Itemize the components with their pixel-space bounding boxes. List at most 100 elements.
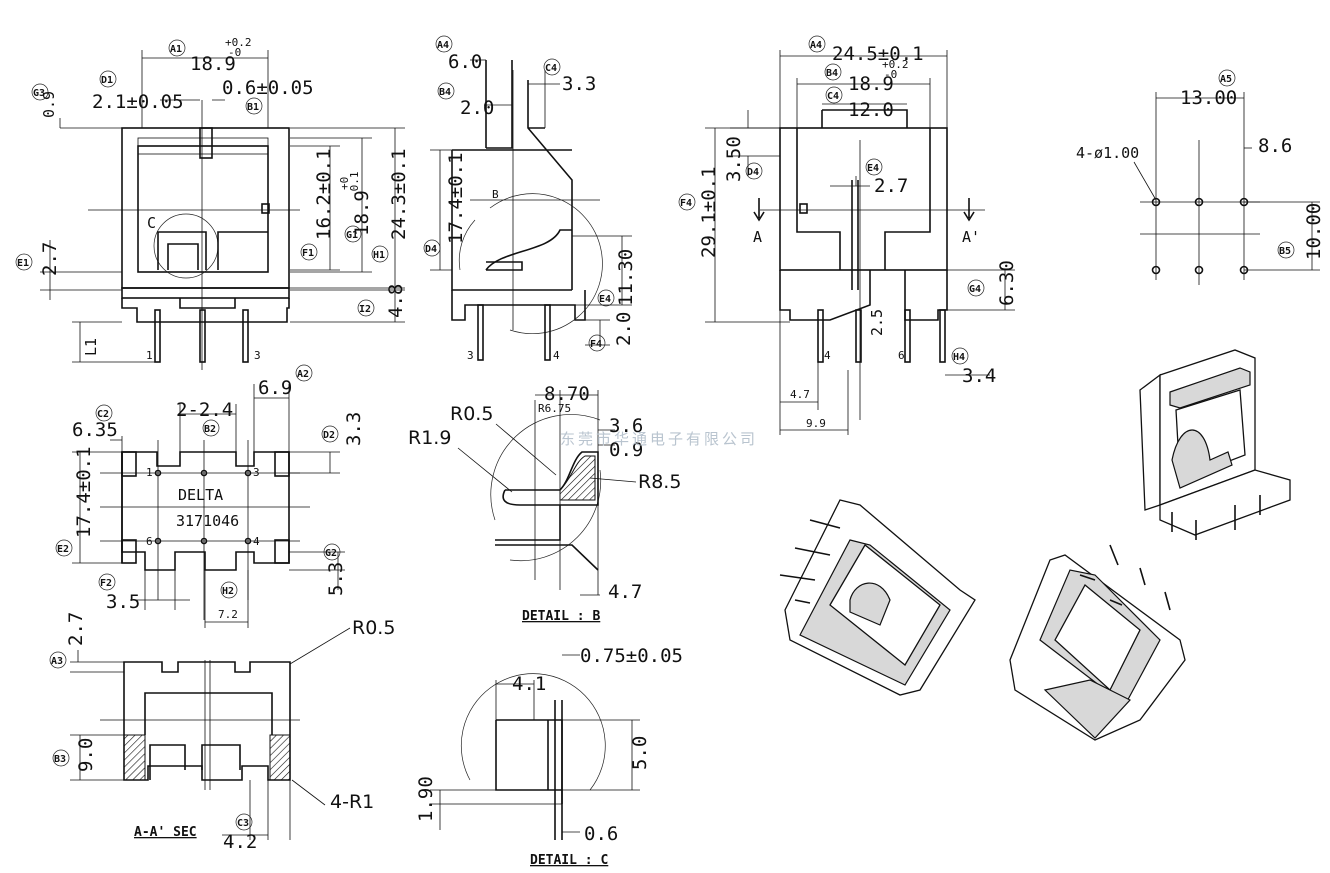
tag-a5: A5 xyxy=(1218,69,1236,87)
svg-text:A1: A1 xyxy=(170,44,182,55)
pin-label-1: 1 xyxy=(146,466,153,479)
dim-d1: 4.1 xyxy=(512,673,546,695)
dim-l1: L1 xyxy=(82,338,100,356)
tag-c4: C4 xyxy=(543,58,561,76)
iso-view-top-right xyxy=(1139,349,1291,540)
dim-b4: 2.0 xyxy=(460,97,494,119)
tag-g2: G2 xyxy=(323,543,341,561)
tag-b4: B4 xyxy=(437,82,455,100)
tag-a4: A4 xyxy=(435,35,453,53)
dim-e2: 17.4±0.1 xyxy=(73,446,95,538)
detail-b: 8.70 R6.75 3.6 0.9 R0.5 R1.9 R8.5 4.7 DE… xyxy=(408,383,681,624)
svg-text:H4: H4 xyxy=(953,352,965,363)
marking-line-2: 3171046 xyxy=(176,512,239,530)
section-label-a-prime: A' xyxy=(962,228,980,246)
iso-view-bottom-left xyxy=(779,499,976,696)
svg-text:A4: A4 xyxy=(810,40,822,51)
tag-c2: C2 xyxy=(95,404,113,422)
dim-g1: 18.9 xyxy=(351,190,373,236)
dim-b3: 9.0 xyxy=(75,738,97,772)
dim-b4: 18.9 xyxy=(848,73,894,95)
tag-b5: B5 xyxy=(1277,241,1295,259)
tag-d1: D1 xyxy=(99,70,117,88)
dim-r1: 4-R1 xyxy=(330,791,374,813)
svg-text:D1: D1 xyxy=(101,75,113,86)
section-label-a: A xyxy=(753,228,762,246)
dim-e4: 11.30 xyxy=(615,249,637,306)
tag-g1: G1 xyxy=(344,225,362,243)
svg-text:E4: E4 xyxy=(599,294,611,305)
tag-c3: C3 xyxy=(235,813,253,831)
svg-text:C3: C3 xyxy=(237,818,249,829)
svg-text:F4: F4 xyxy=(590,339,602,350)
dim-h4: 3.4 xyxy=(962,365,996,387)
dim-d4: 4.7 xyxy=(608,581,642,603)
side-view: 3 4 B 6.0 3.3 2.0 17.4±0.1 11.30 2.0 A4 … xyxy=(423,35,637,362)
dim-a5: 13.00 xyxy=(1180,87,1237,109)
dim-r4: R8.5 xyxy=(638,471,681,493)
dim-b5: 10.00 xyxy=(1303,203,1325,260)
svg-text:G2: G2 xyxy=(325,548,337,559)
svg-text:C2: C2 xyxy=(97,409,109,420)
tag-h1: H1 xyxy=(371,245,389,263)
svg-text:A4: A4 xyxy=(437,40,449,51)
dim-d2: 3.6 xyxy=(609,415,643,437)
dim-r2: R0.5 xyxy=(450,403,493,425)
tag-b2: B2 xyxy=(202,419,220,437)
dim-pitch: 8.6 xyxy=(1258,135,1292,157)
svg-text:B4: B4 xyxy=(439,87,451,98)
svg-text:F1: F1 xyxy=(302,248,314,259)
dim-g1-tol-plus: +0 xyxy=(338,177,351,190)
tag-f2: F2 xyxy=(98,573,116,591)
svg-text:C4: C4 xyxy=(545,63,557,74)
tag-d2: D2 xyxy=(321,425,339,443)
section-aa-title: A-A' SEC xyxy=(134,825,197,840)
tag-i2: I2 xyxy=(357,299,375,317)
svg-text:B3: B3 xyxy=(54,754,66,765)
svg-text:B2: B2 xyxy=(204,424,216,435)
dim-r3: R1.9 xyxy=(408,427,451,449)
tag-a4: A4 xyxy=(808,35,826,53)
watermark: 东莞市华通电子有限公司 xyxy=(560,430,758,448)
label-b: B xyxy=(492,188,499,201)
dim-g2: 5.3 xyxy=(325,562,347,596)
tag-h4: H4 xyxy=(951,347,969,365)
dim-d1: 8.70 xyxy=(544,383,590,405)
dim-h: 5.0 xyxy=(629,736,651,770)
svg-text:F2: F2 xyxy=(100,578,112,589)
tag-e1: E1 xyxy=(15,253,33,271)
dim-h1: 24.3±0.1 xyxy=(388,148,410,240)
tag-d4: D4 xyxy=(423,239,441,257)
pin-label-3: 3 xyxy=(253,466,260,479)
tag-e2: E2 xyxy=(55,539,73,557)
svg-text:G3: G3 xyxy=(33,88,45,99)
dim-a4: 24.5±0.1 xyxy=(832,43,924,65)
svg-text:B4: B4 xyxy=(826,68,838,79)
dim-b4-tol-plus: +0.2 xyxy=(882,58,909,71)
dim-f4: 2.0 xyxy=(613,312,635,346)
tag-d4: D4 xyxy=(745,162,763,180)
tag-b4: B4 xyxy=(824,63,842,81)
pin-label-1: 1 xyxy=(146,349,153,362)
svg-text:B1: B1 xyxy=(247,102,259,113)
pin-label-6: 6 xyxy=(146,535,153,548)
dim-x1: 2.5 xyxy=(868,309,886,336)
tag-a3: A3 xyxy=(49,651,67,669)
iso-view-bottom-right xyxy=(1009,544,1186,741)
pin-label-3: 3 xyxy=(467,349,474,362)
dim-g1-tol-minus: -0.1 xyxy=(348,172,361,199)
dim-a3: 2.7 xyxy=(65,612,87,646)
dim-b4-tol-minus: -0 xyxy=(884,68,897,81)
detail-c-title: DETAIL : C xyxy=(530,853,608,868)
bottom-view: 1 3 6 4 DELTA 3171046 3.3 6.35 2-2.4 6.9… xyxy=(55,364,365,628)
dim-d4: 17.4±0.1 xyxy=(445,152,467,244)
svg-text:I2: I2 xyxy=(359,304,371,315)
dim-a2: 6.9 xyxy=(258,377,292,399)
dim-a1: 18.9 xyxy=(190,53,236,75)
pin-label-6: 6 xyxy=(898,349,905,362)
dim-r1: R6.75 xyxy=(538,402,571,415)
pin-label-3: 3 xyxy=(254,349,261,362)
pin-label-4: 4 xyxy=(553,349,560,362)
tag-b1: B1 xyxy=(245,97,263,115)
svg-text:E1: E1 xyxy=(17,258,29,269)
